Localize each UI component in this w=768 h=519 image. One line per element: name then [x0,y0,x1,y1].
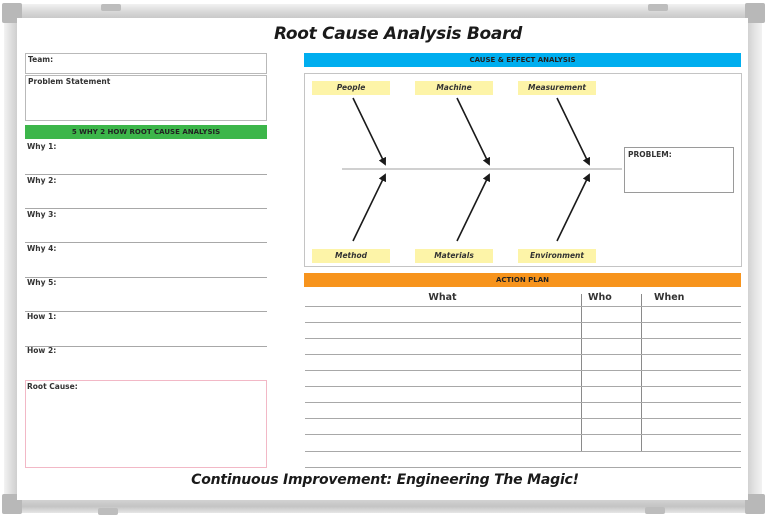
action-plan-header: ACTION PLAN [304,273,741,287]
why-2-line[interactable] [25,208,267,209]
frame-clip [98,508,118,515]
team-field[interactable]: Team: [25,53,267,74]
board-title: Root Cause Analysis Board [273,24,523,44]
column-divider-when [641,294,642,451]
frame-corner-bottom-right [745,494,765,514]
action-row-line[interactable] [305,402,741,403]
column-divider-who [581,294,582,451]
root-cause-label: Root Cause: [27,382,78,391]
cause-effect-header: CAUSE & EFFECT ANALYSIS [304,53,741,67]
frame-clip [648,4,668,11]
action-row-line[interactable] [305,354,741,355]
fishbone-arrows [342,97,622,242]
action-row-line[interactable] [305,322,741,323]
category-people[interactable]: People [312,81,390,95]
category-method[interactable]: Method [312,249,390,263]
action-row-line[interactable] [305,451,741,452]
why-how-header: 5 WHY 2 HOW ROOT CAUSE ANALYSIS [25,125,267,139]
problem-label: PROBLEM: [628,150,672,159]
root-cause-field[interactable]: Root Cause: [25,380,267,468]
action-row-line[interactable] [305,467,741,468]
column-when: When [654,292,685,303]
frame-top-rail [8,4,760,18]
why-3-line[interactable] [25,242,267,243]
column-who: Who [588,292,612,303]
why-3-label: Why 3: [27,210,57,219]
problem-statement-label: Problem Statement [28,77,111,86]
frame-clip [101,4,121,11]
category-measurement[interactable]: Measurement [518,81,596,95]
why-5-label: Why 5: [27,278,57,287]
category-materials[interactable]: Materials [415,249,493,263]
action-row-line[interactable] [305,338,741,339]
how-1-label: How 1: [27,312,57,321]
action-row-line[interactable] [305,418,741,419]
problem-box[interactable]: PROBLEM: [624,147,734,193]
problem-statement-field[interactable]: Problem Statement [25,75,267,121]
column-what: What [428,292,457,303]
team-label: Team: [28,55,54,64]
why-2-label: Why 2: [27,176,57,185]
action-row-line[interactable] [305,434,741,435]
category-machine[interactable]: Machine [415,81,493,95]
frame-bottom-rail [8,500,760,513]
category-environment[interactable]: Environment [518,249,596,263]
why-1-line[interactable] [25,174,267,175]
why-4-label: Why 4: [27,244,57,253]
frame-clip [645,507,665,514]
how-2-label: How 2: [27,346,57,355]
action-row-line[interactable] [305,386,741,387]
frame-right-rail [748,8,762,510]
action-row-line[interactable] [305,370,741,371]
why-1-label: Why 1: [27,142,57,151]
action-row-line[interactable] [305,306,741,307]
why-4-line[interactable] [25,277,267,278]
how-1-line[interactable] [25,346,267,347]
board-footer-slogan: Continuous Improvement: Engineering The … [191,472,579,488]
why-5-line[interactable] [25,311,267,312]
frame-corner-top-right [745,3,765,23]
frame-left-rail [4,8,17,510]
